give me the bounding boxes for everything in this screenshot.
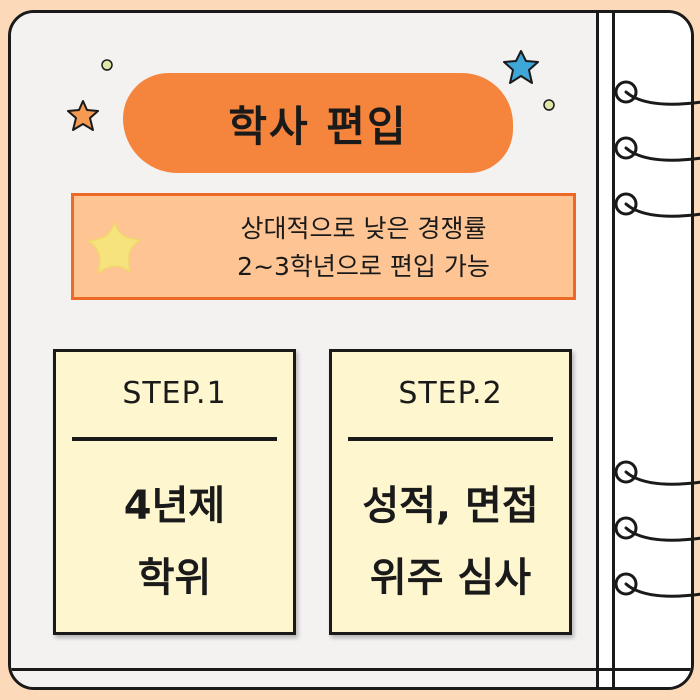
dot-icon [101,59,113,71]
page-title: 학사 편입 [228,101,408,151]
star-icon [503,50,539,84]
star-icon [67,100,99,131]
star-icon [88,222,141,274]
spiral-ring-icon [614,460,700,486]
step-card-1: STEP.1 4년제 학위 [53,349,296,635]
step-description: 4년제 학위 [56,470,293,614]
step-divider [72,437,277,441]
banner-text: 상대적으로 낮은 경쟁률 2~3학년으로 편입 가능 [154,210,573,286]
notebook: 학사 편입 상대적으로 낮은 경쟁률 2~3학년으로 편입 가능 STEP.1 … [8,10,694,690]
step-label: STEP.2 [398,376,503,411]
info-banner: 상대적으로 낮은 경쟁률 2~3학년으로 편입 가능 [71,193,576,300]
notebook-bottom-edge [11,668,691,671]
spiral-ring-icon [614,136,700,162]
step-description-line-2: 학위 [137,555,212,601]
spiral-ring-icon [614,572,700,598]
banner-line-1: 상대적으로 낮은 경쟁률 [240,214,487,243]
step-card-2: STEP.2 성적, 면접 위주 심사 [329,349,572,635]
step-description-line-2: 위주 심사 [369,555,532,601]
step-description: 성적, 면접 위주 심사 [332,470,569,614]
step-description-line-1: 4년제 [123,483,226,529]
title-blob: 학사 편입 [123,73,513,173]
dot-icon [543,99,555,111]
spiral-ring-icon [614,516,700,542]
spiral-ring-icon [614,80,700,106]
banner-line-2: 2~3학년으로 편입 가능 [237,252,490,281]
step-label: STEP.1 [122,376,227,411]
spiral-ring-icon [614,192,700,218]
step-description-line-1: 성적, 면접 [362,483,539,529]
step-divider [348,437,553,441]
